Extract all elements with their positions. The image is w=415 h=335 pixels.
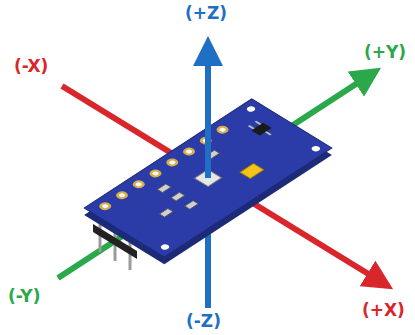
axis-label: (-X)	[14, 56, 48, 76]
x-axis	[62, 86, 388, 286]
axis-label: (+Y)	[364, 42, 406, 62]
axis-label: (-Z)	[186, 311, 221, 331]
axis-label: (+X)	[362, 300, 405, 320]
smd-parts	[136, 120, 301, 226]
z-axis-upper	[205, 42, 211, 178]
axis-label: (-Y)	[8, 286, 40, 306]
capacitor	[240, 163, 264, 178]
transistor	[251, 123, 271, 136]
axis-label: (+Z)	[185, 3, 227, 23]
y-axis	[58, 71, 376, 278]
